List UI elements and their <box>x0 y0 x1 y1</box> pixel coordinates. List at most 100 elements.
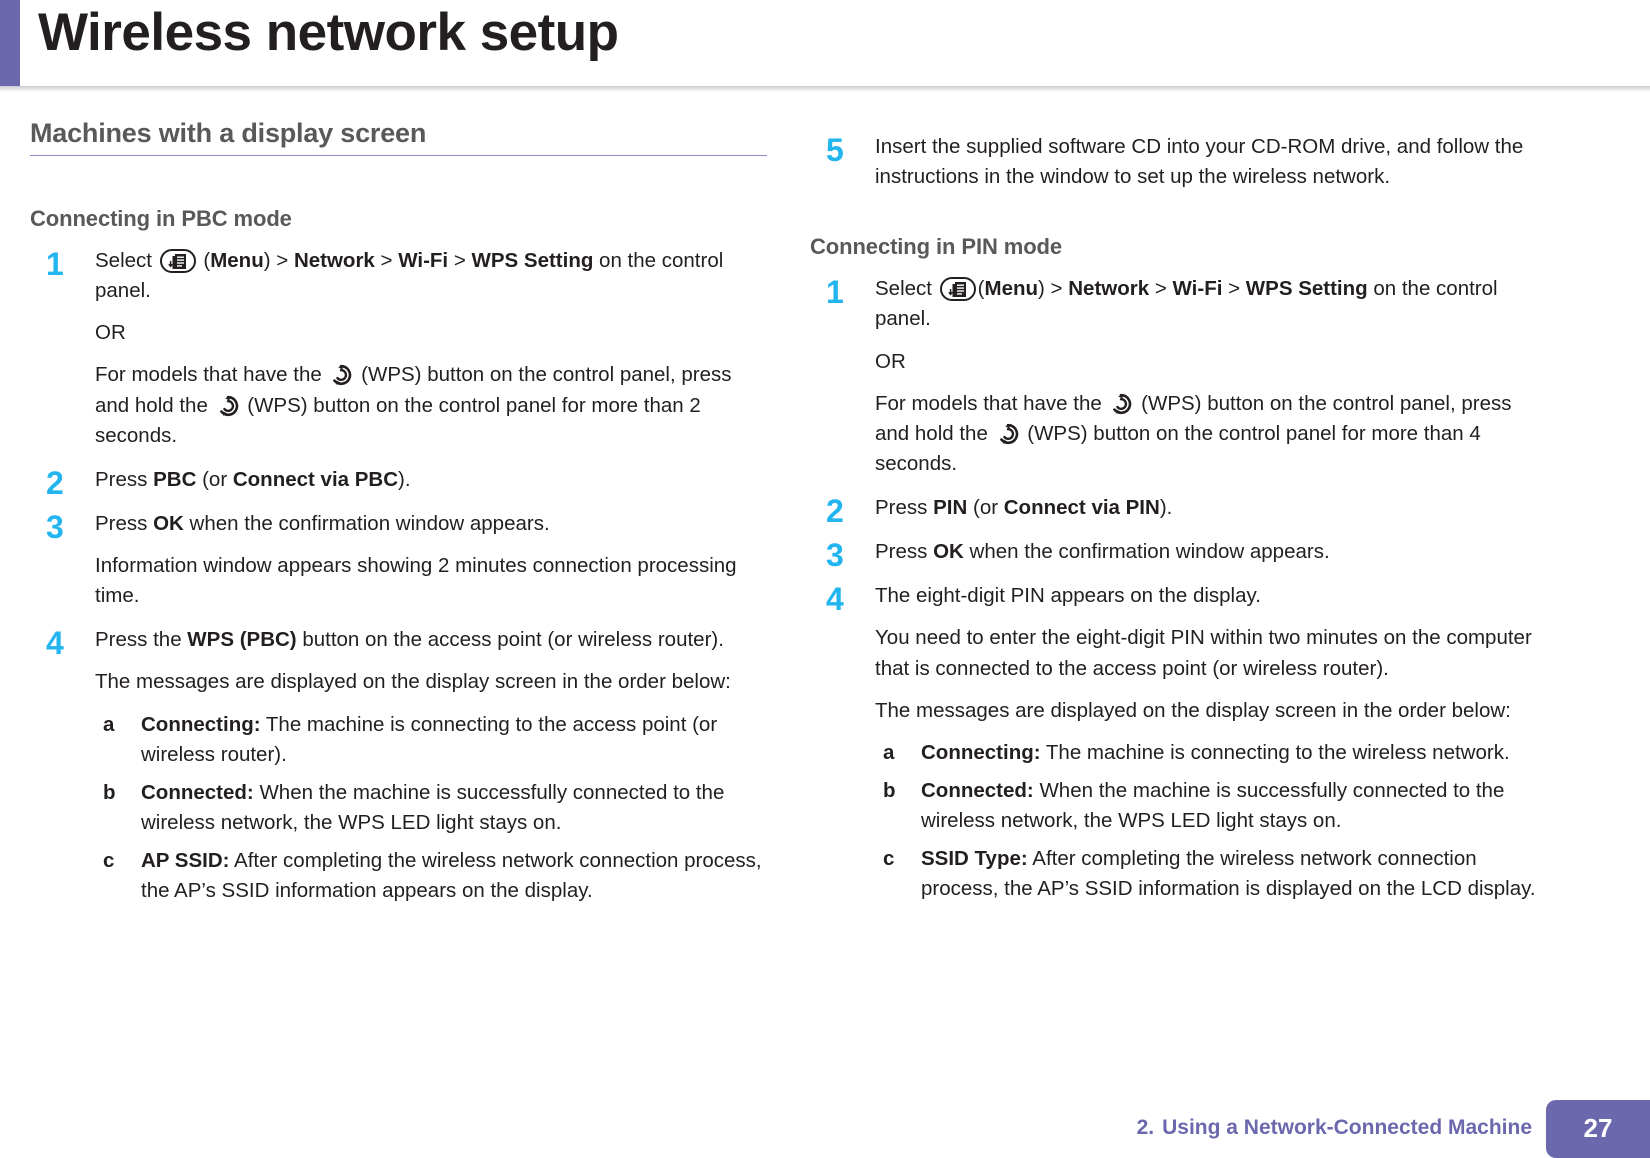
wps-icon <box>330 364 352 386</box>
subheading-pbc: Connecting in PBC mode <box>30 206 292 231</box>
body-text: Press the <box>95 628 188 652</box>
body-text: ) > <box>1038 277 1069 301</box>
step-paragraph: Press PIN (or Connect via PIN). <box>875 493 1550 523</box>
step-paragraph: For models that have the (WPS) button on… <box>875 389 1550 479</box>
page-title: Wireless network setup <box>38 3 619 62</box>
body-text: Select <box>875 277 938 301</box>
step-number: 1 <box>826 274 844 311</box>
body-text: Press <box>95 467 154 491</box>
body-text: on the control panel. <box>95 249 724 303</box>
body-text: when the confirmation window appears. <box>183 511 550 535</box>
menu-icon <box>939 277 976 302</box>
list-item-text: The machine is connecting to the wireles… <box>1040 740 1510 764</box>
footer-section-number: 2. <box>1136 1116 1155 1139</box>
list-item-term: Connecting: <box>141 712 261 736</box>
emphasis-text: Menu <box>984 277 1039 301</box>
list-item-letter: b <box>883 778 896 802</box>
list-item-text: The machine is connecting to the access … <box>141 712 718 766</box>
right-steps-list: 1 Select (Menu) > Network > Wi-Fi > WPS S… <box>810 274 1550 904</box>
step-number: 3 <box>46 508 64 545</box>
body-text: (WPS) button on the control panel, press… <box>875 391 1512 445</box>
emphasis-text: WPS (PBC) <box>187 628 297 652</box>
footer-section-label: 2.Using a Network-Connected Machine <box>1137 1116 1532 1140</box>
list-item-term: Connecting: <box>921 740 1041 764</box>
body-text: button on the access point (or wireless … <box>296 628 724 652</box>
body-text: ) > <box>263 249 294 272</box>
numbered-step: 1 Select (Menu) > Network > Wi-Fi > WPS S… <box>30 246 770 451</box>
emphasis-text: OK <box>933 540 964 564</box>
step-number: 2 <box>46 464 64 501</box>
step-paragraph: Select (Menu) > Network > Wi-Fi > WPS Se… <box>95 246 770 306</box>
menu-icon <box>159 249 196 273</box>
body-text: For models that have the <box>875 391 1108 415</box>
list-item-letter: c <box>883 847 895 871</box>
step-paragraph: OR <box>95 318 770 348</box>
page-footer: 2.Using a Network-Connected Machine 27 <box>0 1094 1650 1158</box>
left-steps-list: 1 Select (Menu) > Network > Wi-Fi > WPS S… <box>30 246 770 906</box>
step-number: 4 <box>826 581 844 618</box>
list-item-text: After completing the wireless network co… <box>141 849 762 903</box>
list-item-term: SSID Type: <box>921 847 1028 871</box>
body-text: > <box>448 249 472 272</box>
step-number: 1 <box>46 246 64 282</box>
body-text: ( <box>197 249 211 272</box>
body-text: (or <box>967 496 1004 519</box>
section-heading-rule <box>30 155 767 156</box>
wps-icon <box>997 423 1019 445</box>
list-item: c SSID Type: After completing the wireles… <box>875 844 1550 904</box>
body-text: The eight-digit PIN appears on the displ… <box>875 584 1261 608</box>
list-item-text: When the machine is successfully connect… <box>141 780 725 834</box>
step-paragraph: You need to enter the eight-digit PIN wi… <box>875 623 1550 683</box>
emphasis-text: OK <box>153 511 184 535</box>
list-item-letter: a <box>883 740 895 764</box>
list-item-text: After completing the wireless network co… <box>921 847 1536 901</box>
list-item-letter: b <box>103 780 116 804</box>
section-heading: Machines with a display screen <box>30 118 427 148</box>
body-text: (or <box>196 467 233 491</box>
step-paragraph: The eight-digit PIN appears on the displ… <box>875 581 1550 611</box>
emphasis-text: Wi-Fi <box>1172 277 1223 301</box>
body-text: (WPS) button on the control panel for mo… <box>95 393 701 447</box>
step-paragraph: Insert the supplied software CD into you… <box>875 132 1550 192</box>
list-item: b Connected: When the machine is successf… <box>95 778 770 838</box>
list-item-term: AP SSID: <box>141 849 230 872</box>
emphasis-text: Wi-Fi <box>398 249 449 272</box>
body-text: ( <box>977 277 985 301</box>
emphasis-text: PBC <box>153 467 197 491</box>
step-paragraph: Select (Menu) > Network > Wi-Fi > WPS Se… <box>875 274 1550 334</box>
body-text: Select <box>95 249 158 272</box>
page-number-badge: 27 <box>1546 1100 1650 1158</box>
step-number: 3 <box>826 537 844 574</box>
body-text: (WPS) button on the control panel for mo… <box>875 421 1481 475</box>
step-paragraph: Press the WPS (PBC) button on the access… <box>95 625 770 655</box>
step-paragraph: Information window appears showing 2 min… <box>95 551 770 611</box>
body-text: Press <box>875 496 934 519</box>
step-number: 4 <box>46 625 64 662</box>
step-paragraph: The messages are displayed on the displa… <box>875 696 1550 726</box>
step-paragraph: Press PBC (or Connect via PBC). <box>95 465 770 495</box>
numbered-step: 1 Select (Menu) > Network > Wi-Fi > WPS S… <box>810 274 1550 479</box>
body-text: The messages are displayed on the displa… <box>95 670 731 694</box>
emphasis-text: Menu <box>210 249 264 272</box>
list-item-term: Connected: <box>141 780 254 804</box>
body-text: Press <box>95 511 154 535</box>
body-text: ). <box>398 467 411 491</box>
body-text: ). <box>1159 496 1173 519</box>
step-paragraph: Press OK when the confirmation window ap… <box>875 537 1550 567</box>
body-text: (WPS) button on the control panel, press… <box>95 363 732 417</box>
body-text: Information window appears showing 2 min… <box>95 554 737 608</box>
wps-icon <box>217 395 239 417</box>
body-text: You need to enter the eight-digit PIN wi… <box>875 626 1532 680</box>
header-divider <box>0 86 1650 92</box>
body-text: on the control panel. <box>875 277 1498 331</box>
body-text: For models that have the <box>95 363 328 387</box>
body-text: > <box>1149 277 1173 301</box>
body-text: Press <box>875 540 934 564</box>
numbered-step: 3 Press OK when the confirmation window a… <box>810 537 1550 571</box>
left-column: Machines with a display screen Connectin… <box>30 118 770 914</box>
list-item: a Connecting: The machine is connecting t… <box>875 738 1550 768</box>
